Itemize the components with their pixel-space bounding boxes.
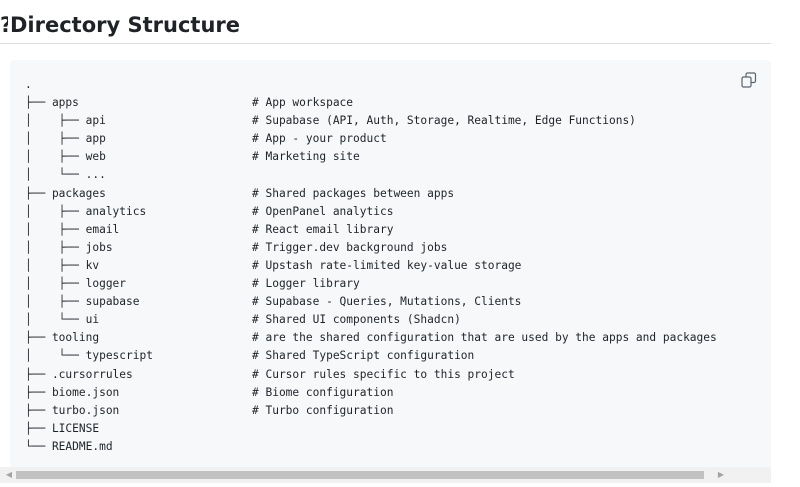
tree-entry: ├── tooling (25, 331, 100, 345)
section-heading: ? Directory Structure (0, 8, 240, 42)
horizontal-scrollbar[interactable]: ◀ ▶ (0, 467, 771, 483)
tree-comment: # Shared TypeScript configuration (252, 349, 475, 363)
tree-comment: # Biome configuration (252, 385, 394, 399)
tree-entry: │ └── typescript (25, 349, 153, 363)
tree-entry: └── README.md (25, 439, 113, 453)
tree-comment: # are the shared configuration that are … (252, 331, 717, 345)
tree-comment: # Trigger.dev background jobs (252, 240, 448, 254)
tree-comment: # Cursor rules specific to this project (252, 367, 515, 381)
tree-entry: ├── LICENSE (25, 421, 100, 435)
tree-entry: ├── .cursorrules (25, 367, 133, 381)
copy-icon (741, 72, 757, 88)
tree-entry: │ ├── app (25, 132, 106, 146)
tree-entry: │ ├── analytics (25, 204, 147, 218)
tree-comment: # Turbo configuration (252, 403, 394, 417)
tree-comment: # Marketing site (252, 150, 360, 164)
tree-entry: ├── turbo.json (25, 403, 120, 417)
tree-entry: │ ├── supabase (25, 295, 140, 309)
tree-entry: │ ├── api (25, 114, 106, 128)
tree-comment: # Logger library (252, 277, 360, 291)
tree-comment: # Supabase - Queries, Mutations, Clients (252, 295, 522, 309)
tree-comment: # App - your product (252, 132, 387, 146)
tree-comment: # Shared UI components (Shadcn) (252, 313, 461, 327)
tree-comment: # Shared packages between apps (252, 186, 455, 200)
tree-entry: ├── biome.json (25, 385, 120, 399)
tree-entry: │ ├── email (25, 222, 120, 236)
tree-comment: # App workspace (252, 96, 354, 110)
tree-comment: # OpenPanel analytics (252, 204, 394, 218)
tree-comment: # Upstash rate-limited key-value storage (252, 258, 522, 272)
tree-comment: # React email library (252, 222, 394, 236)
scroll-right-arrow-icon[interactable]: ▶ (717, 470, 725, 479)
tree-entry: ├── packages (25, 186, 106, 200)
tree-entry: │ ├── jobs (25, 240, 113, 254)
heading-divider (0, 43, 771, 44)
tree-entry: │ ├── web (25, 150, 106, 164)
tree-entry: │ ├── kv (25, 258, 100, 272)
tree-entry: │ └── ... (25, 168, 106, 182)
code-block: . ├── apps # App workspace │ ├── api # Supab… (10, 60, 771, 483)
scrollbar-thumb[interactable] (16, 471, 704, 479)
tree-entry: ├── apps (25, 96, 79, 110)
tree-entry: │ ├── logger (25, 277, 127, 291)
scroll-left-arrow-icon[interactable]: ◀ (5, 470, 13, 479)
anchor-link-fragment[interactable]: ? (0, 13, 8, 37)
section-title: Directory Structure (10, 13, 241, 37)
tree-comment: # Supabase (API, Auth, Storage, Realtime… (252, 114, 636, 128)
copy-button[interactable] (738, 70, 760, 92)
tree-entry: │ └── ui (25, 313, 100, 327)
tree-entry: . (25, 78, 32, 91)
